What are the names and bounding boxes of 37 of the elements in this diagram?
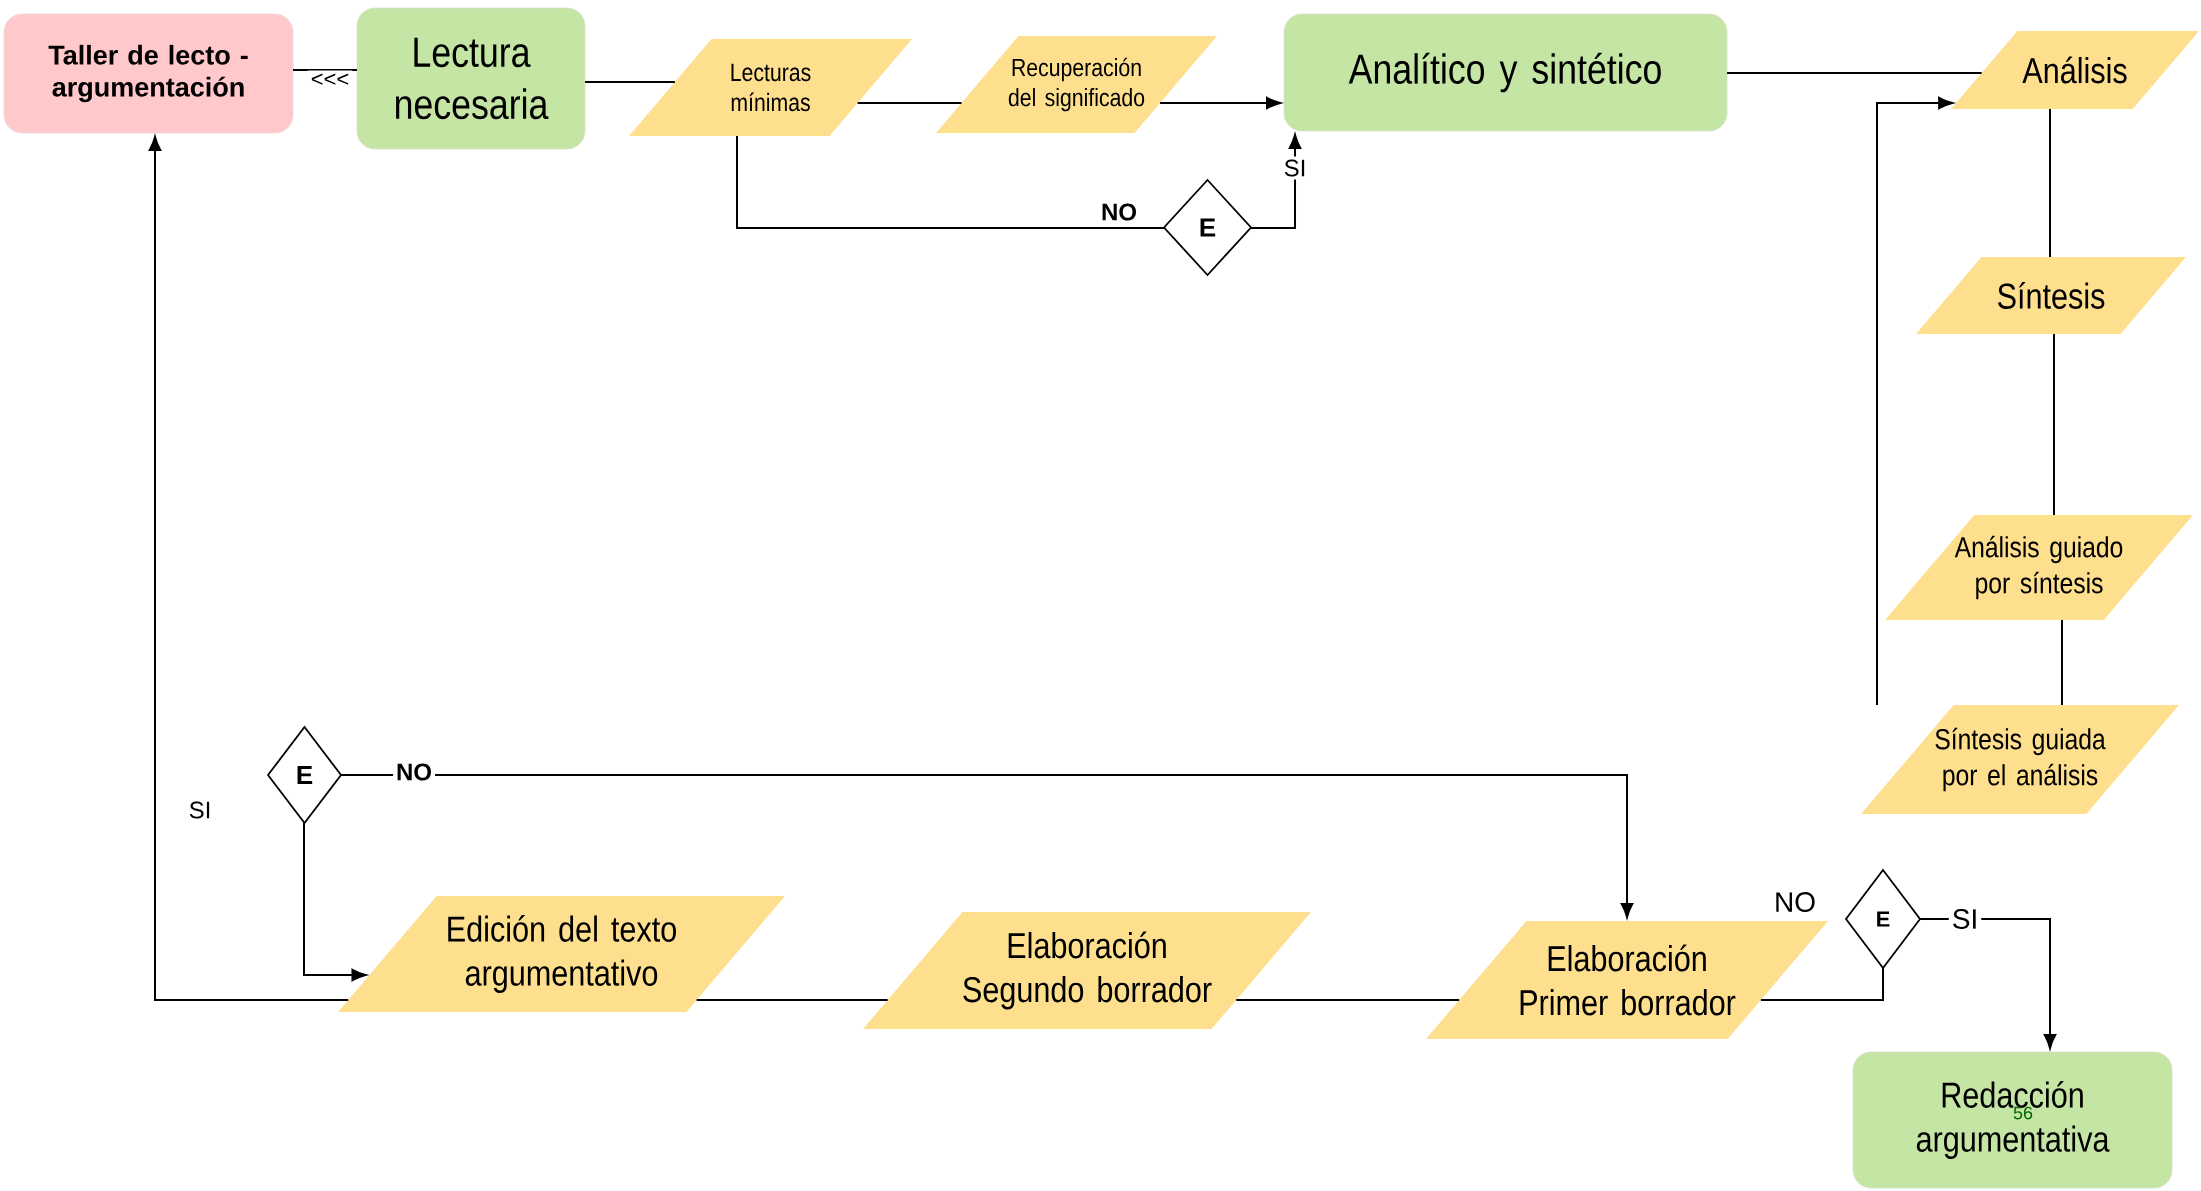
connector-line — [1726, 72, 1983, 74]
connector-line — [1235, 999, 1461, 1001]
data-parallelogram: Análisis guiado por síntesis — [1885, 515, 2193, 620]
data-parallelogram: Síntesis — [1916, 257, 2186, 334]
connector-line — [1919, 918, 2057, 1050]
page-number: 56 — [2013, 1106, 2033, 1120]
connector-line — [303, 822, 367, 982]
connector-line — [340, 774, 1634, 919]
connector-line — [2049, 108, 2051, 258]
connector-line — [695, 999, 889, 1001]
connector-line — [2053, 333, 2055, 516]
edge-label: SI — [185, 798, 215, 822]
connector-line — [292, 69, 358, 71]
connector-line — [1250, 134, 1302, 229]
process-box: Analítico y sintético — [1283, 13, 1728, 132]
connector-line — [584, 81, 676, 83]
edge-label: NO — [1098, 200, 1140, 224]
connector-line — [856, 102, 963, 104]
edge-label: NO — [393, 760, 435, 784]
connector-line — [1159, 96, 1282, 110]
data-parallelogram: Elaboración Segundo borrador — [863, 912, 1311, 1029]
connector-line — [736, 135, 1165, 229]
connector-line — [148, 136, 350, 1001]
edge-label: NO — [1771, 889, 1819, 915]
process-box: Taller de lecto - argumentación — [3, 13, 294, 134]
data-parallelogram: Síntesis guiada por el análisis — [1861, 705, 2179, 814]
data-parallelogram: Edición del texto argumentativo — [338, 896, 785, 1012]
edge-label: SI — [1280, 156, 1310, 180]
data-parallelogram: Análisis — [1951, 31, 2199, 109]
data-parallelogram: Lecturas mínimas — [629, 39, 912, 136]
connector-line — [1759, 967, 1884, 1001]
connector-line — [1876, 96, 1954, 706]
process-box: Lectura necesaria — [356, 7, 586, 150]
connector-line — [2061, 619, 2063, 706]
data-parallelogram: Recuperación del significado — [936, 36, 1217, 133]
data-parallelogram: Elaboración Primer borrador — [1426, 921, 1828, 1039]
edge-label: SI — [1948, 906, 1982, 932]
